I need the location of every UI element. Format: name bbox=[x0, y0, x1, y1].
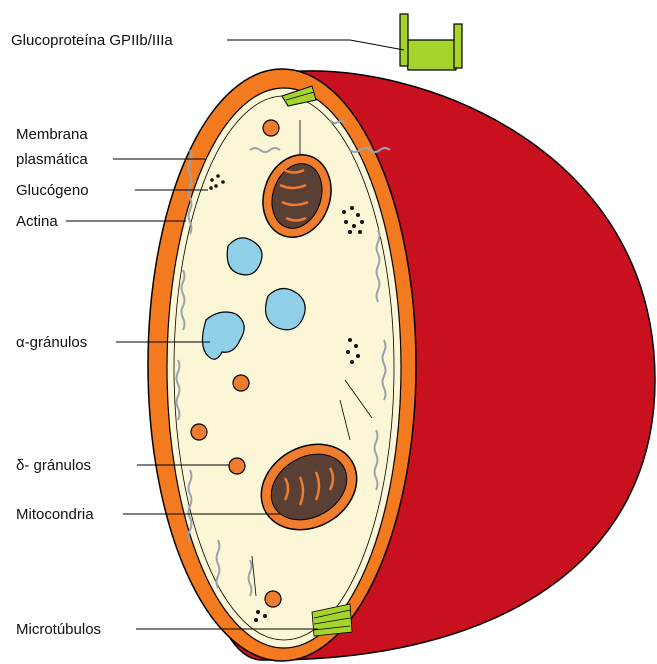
leader-glycoprotein bbox=[227, 40, 404, 50]
label-glycoprotein: Glucoproteína GPIIb/IIIa bbox=[11, 32, 173, 49]
label-membrane-line2: plasmática bbox=[16, 151, 88, 168]
label-glycogen: Glucógeno bbox=[16, 182, 89, 199]
label-alpha-granules: α-gránulos bbox=[16, 334, 87, 351]
label-delta-granules: δ- gránulos bbox=[16, 457, 91, 474]
label-microtubules: Microtúbulos bbox=[16, 621, 101, 638]
glycoprotein-receptor bbox=[400, 14, 462, 70]
label-mitochondria: Mitocondria bbox=[16, 506, 94, 523]
label-membrane-line1: Membrana bbox=[16, 126, 88, 143]
label-actin: Actina bbox=[16, 213, 58, 230]
